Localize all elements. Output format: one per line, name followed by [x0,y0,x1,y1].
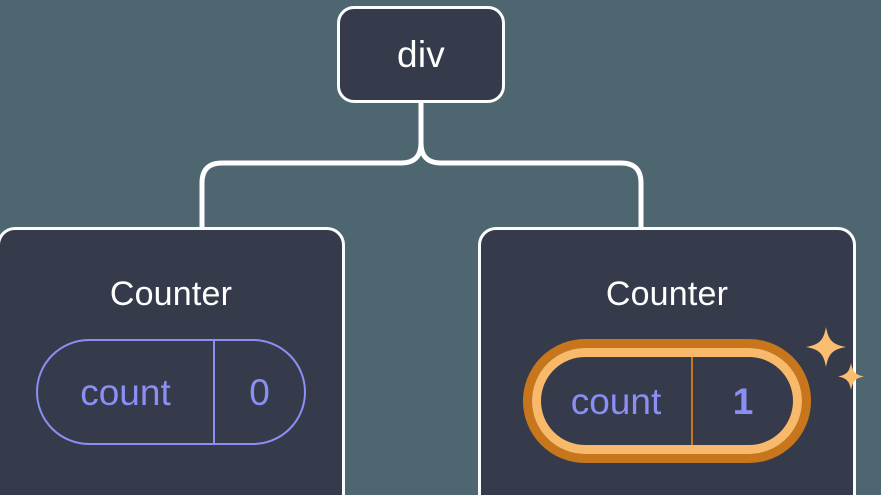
node-counter-left-title: Counter [109,275,233,313]
state-pill-right: count 1 [532,348,802,454]
state-pill-left[interactable]: count 0 [36,339,306,445]
node-counter-right[interactable]: Counter count 1 [478,227,864,495]
state-pill-wrapper-right: count 1 [523,327,864,463]
node-root-div[interactable]: div [337,6,505,103]
node-counter-right-title: Counter [605,275,729,313]
state-value-right: 1 [732,380,754,422]
node-root-label: div [397,34,445,75]
state-key-left: count [38,341,215,443]
node-counter-left[interactable]: Counter count 0 [0,227,345,495]
state-key-right: count [541,357,693,445]
state-value-left: 0 [249,371,270,413]
state-pill-wrapper-left: count 0 [36,339,306,445]
state-pill-right-highlight[interactable]: count 1 [523,339,811,463]
